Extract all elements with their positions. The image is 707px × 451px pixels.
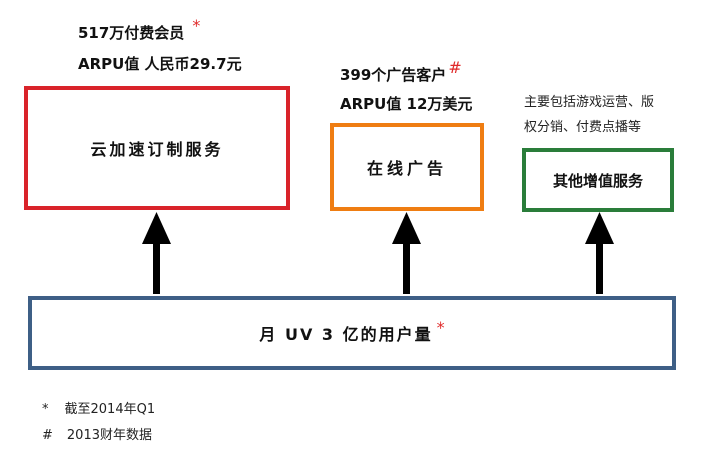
arrow-up-icon	[585, 212, 614, 294]
other-note-line1: 主要包括游戏运营、版	[524, 95, 655, 110]
arrow-up-icon	[392, 212, 421, 294]
asterisk-mark: *	[192, 16, 201, 35]
cloud-service-label: 云加速订制服务	[90, 140, 224, 159]
monthly-uv-label: 月 UV 3 亿的用户量	[259, 325, 433, 344]
ad-note-arpu: ARPU值 12万美元	[340, 95, 473, 113]
footnote-asterisk: *截至2014年Q1	[42, 402, 156, 417]
other-services-box: 其他增值服务	[522, 148, 674, 212]
hash-mark: #	[448, 58, 462, 77]
cloud-service-box: 云加速订制服务	[24, 86, 290, 210]
online-ad-box: 在线广告	[330, 123, 484, 211]
footnote-hash: #2013财年数据	[42, 428, 152, 443]
cloud-note-arpu: ARPU值 人民币29.7元	[78, 55, 242, 73]
arrow-up-icon	[142, 212, 171, 294]
other-note-line2: 权分销、付费点播等	[524, 120, 642, 135]
ad-note-clients: 399个广告客户#	[340, 58, 462, 84]
online-ad-label: 在线广告	[366, 159, 447, 178]
asterisk-mark: *	[436, 317, 445, 337]
other-services-label: 其他增值服务	[552, 171, 643, 190]
monthly-uv-box: 月 UV 3 亿的用户量*	[28, 296, 676, 370]
cloud-note-members: 517万付费会员*	[78, 16, 201, 42]
